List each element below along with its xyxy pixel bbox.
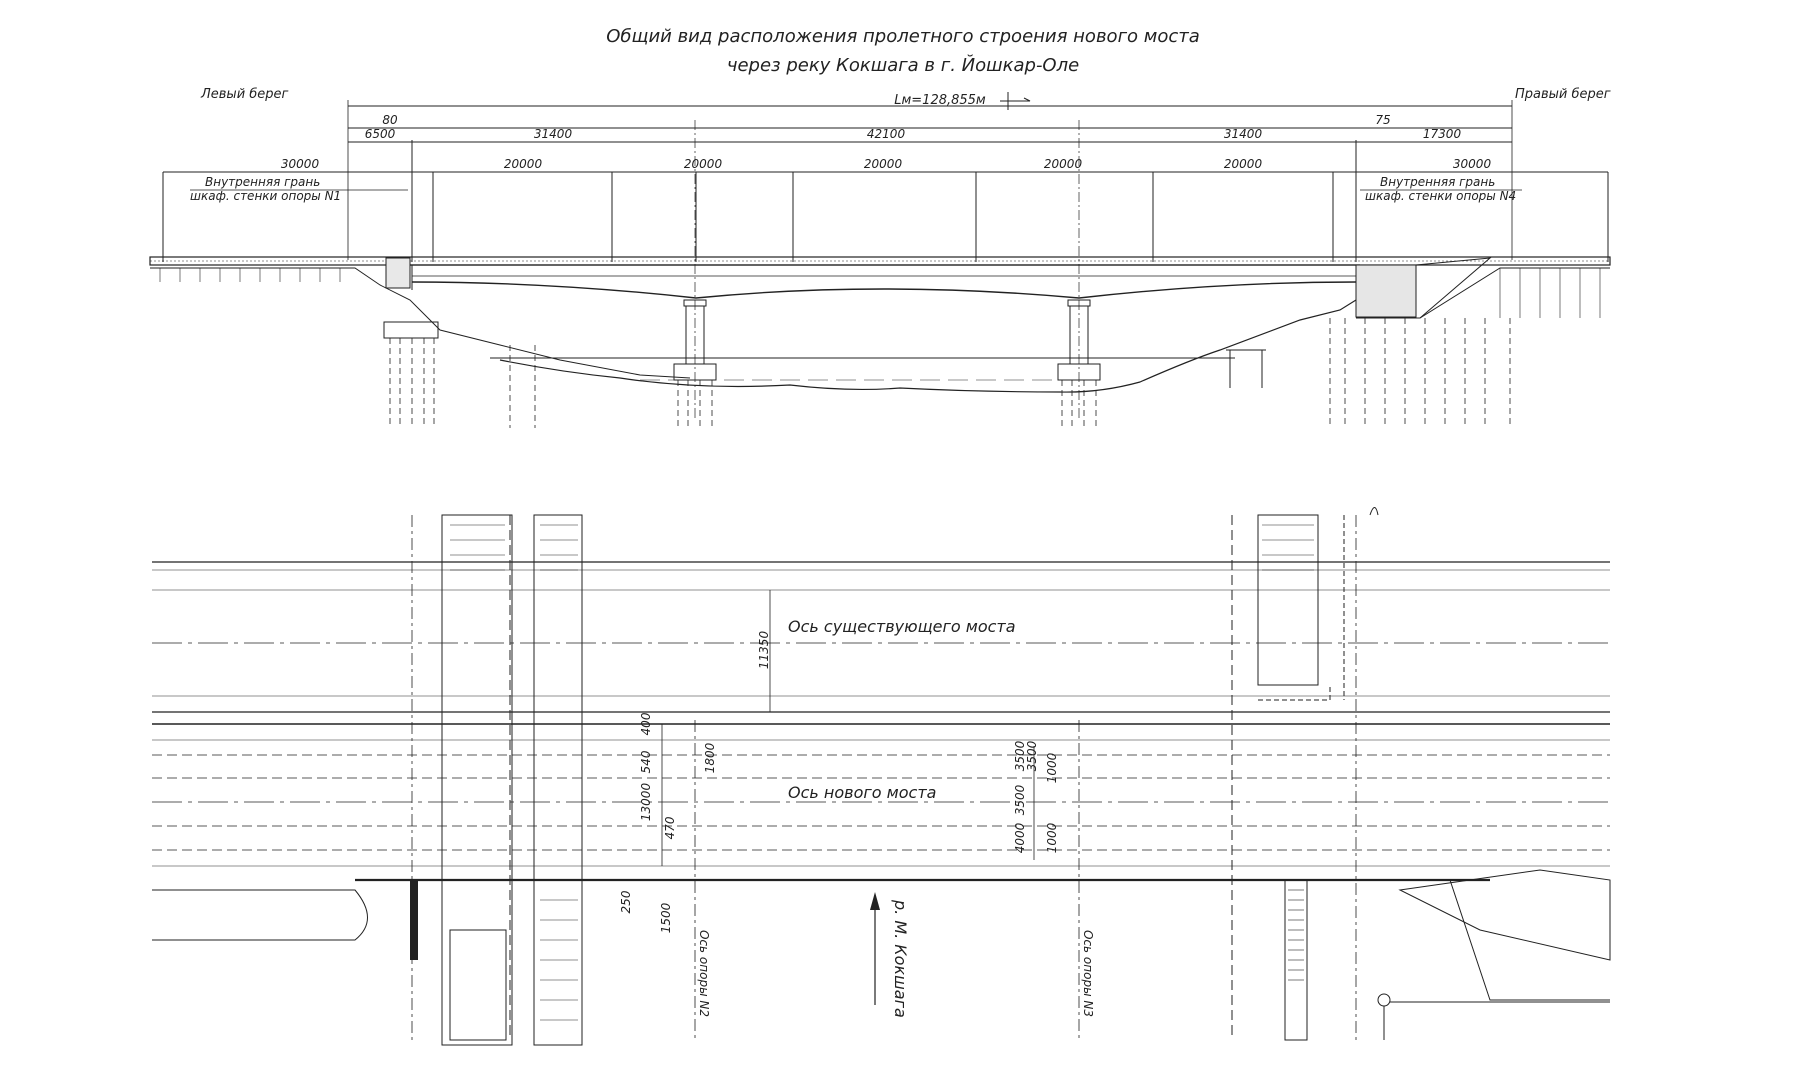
new-axis-label: Ось нового моста [788,783,936,802]
dim-span-20000-1: 20000 [504,157,543,171]
dim-span-20000-2: 20000 [684,157,723,171]
dim-42100: 42100 [867,127,906,141]
dim-span-20000-4: 20000 [1044,157,1083,171]
dim-1800: 1800 [703,742,717,773]
dim-31400-left: 31400 [534,127,573,141]
dim-span-20000-5: 20000 [1224,157,1263,171]
plan-view: Ось существующего моста 11350 Ось нового… [152,507,1611,1046]
dim-1000-bottom: 1000 [1045,822,1059,853]
title-line-1: Общий вид расположения пролетного строен… [606,26,1200,47]
river-label: р. М. Кокшага [891,899,910,1018]
dim-3500-c: 3500 [1013,784,1027,815]
dim-6500: 6500 [365,127,396,141]
dim-17300: 17300 [1423,127,1462,141]
existing-axis-label: Ось существующего моста [788,617,1016,636]
dim-4000: 4000 [1013,822,1027,853]
pier2-axis-label: Ось опоры N2 [697,930,711,1017]
dim-75: 75 [1375,113,1390,127]
dim-31400-right: 31400 [1224,127,1263,141]
dim-3500-b: 3500 [1025,740,1039,771]
left-wing-wall [410,880,418,960]
left-bank-label: Левый берег [200,87,289,102]
dim-80: 80 [382,113,398,127]
dim-400: 400 [639,712,653,735]
dim-1000-top: 1000 [1045,752,1059,783]
elevation-view: Левый берег Правый берег Lм=128,855м 80 … [149,87,1611,428]
dim-1500: 1500 [659,902,673,933]
dim-span-30000-right: 30000 [1453,157,1492,171]
right-bank-label: Правый берег [1515,87,1611,102]
dim-13000: 13000 [639,783,653,822]
total-length-label: Lм=128,855м [894,93,986,108]
title-line-2: через реку Кокшага в г. Йошкар-Оле [727,54,1079,76]
note-right-line-2: шкаф. стенки опоры N4 [1365,189,1516,203]
pier3-axis-label: Ось опоры N3 [1081,930,1095,1017]
dim-3500-a: 3500 [1013,740,1027,771]
dim-540: 540 [639,750,653,773]
dim-250: 250 [619,890,633,913]
note-left-line-1: Внутренняя грань [205,175,320,189]
dim-span-20000-3: 20000 [864,157,903,171]
dim-11350: 11350 [757,631,771,670]
dim-470: 470 [663,816,677,839]
dim-span-30000-left: 30000 [281,157,320,171]
note-right-line-1: Внутренняя грань [1380,175,1495,189]
note-left-line-2: шкаф. стенки опоры N1 [190,189,341,203]
